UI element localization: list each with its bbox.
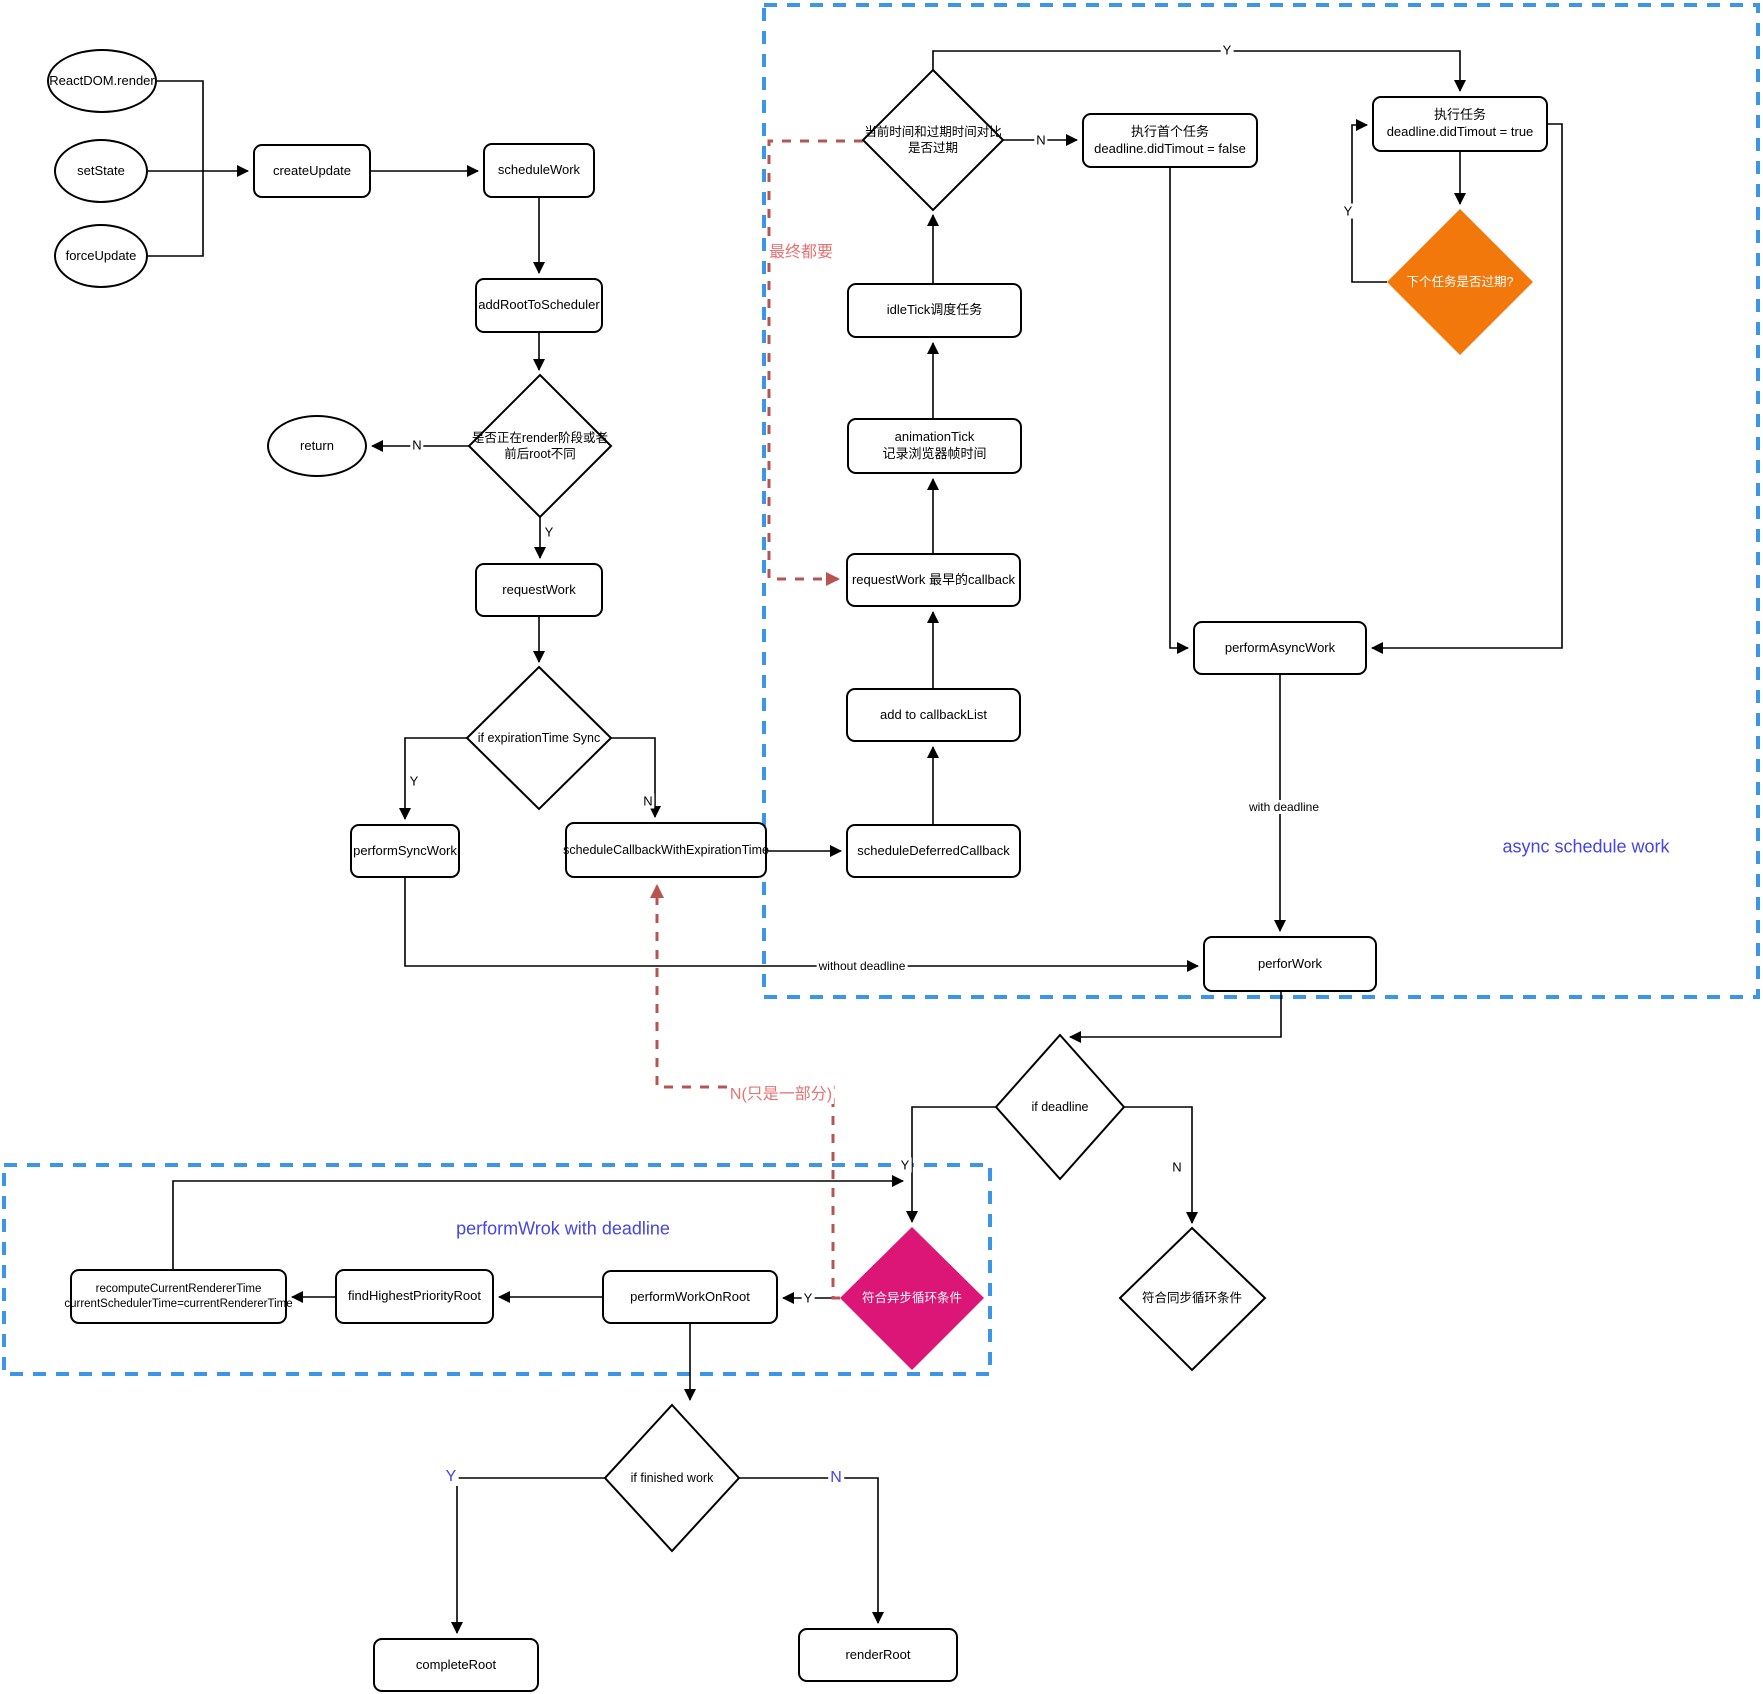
node-label: addRootToScheduler <box>478 297 600 313</box>
diamond-next-task-expired <box>1387 209 1533 355</box>
node-perforwork: perforWork <box>1203 936 1377 992</box>
node-idletick: idleTick调度任务 <box>847 283 1022 338</box>
node-recomputecurrentrenderertime: recomputeCurrentRendererTime currentSched… <box>64 1269 293 1324</box>
label-finally-all: 最终都要 <box>766 238 836 262</box>
edge-ifdeadline-asyncloop <box>906 1106 996 1223</box>
edge-perforwork-ifdeadline <box>1069 992 1282 1043</box>
node-label: 执行任务 <box>1433 107 1486 123</box>
label-y-compare-time: Y <box>1220 42 1234 58</box>
node-label: idleTick调度任务 <box>886 302 983 318</box>
diamond-sync-loop-condition <box>1118 1226 1267 1372</box>
perform-work-with-deadline-region <box>2 1163 992 1376</box>
node-forceupdate: forceUpdate <box>54 224 148 288</box>
diamond-render-phase <box>467 373 613 519</box>
node-label: 记录浏览器帧时间 <box>882 446 987 461</box>
async-schedule-work-region <box>762 3 1760 999</box>
label-y-async-loop: Y <box>801 1290 815 1306</box>
label-y-next-task: Y <box>1341 203 1355 219</box>
node-label: currentSchedulerTime=currentRendererTime <box>64 1297 293 1310</box>
diamond-if-expiration-sync <box>465 665 613 811</box>
node-label: forceUpdate <box>65 247 137 263</box>
node-scheduledeferredcallback: scheduleDeferredCallback <box>846 824 1021 878</box>
label-n-compare-time: N <box>1034 132 1048 148</box>
edge-recompute-loopback <box>172 1175 904 1269</box>
node-requestwork-earliest-callback: requestWork 最早的callback <box>846 553 1021 607</box>
label-n-expiration-sync: N <box>641 793 655 809</box>
node-performworkonroot: performWorkOnRoot <box>602 1270 778 1324</box>
edge-performsync-perforwork <box>404 878 1199 972</box>
edge-iffinished-completeroot <box>451 1477 605 1634</box>
node-completeroot: completeRoot <box>373 1638 539 1692</box>
label-n-render-phase: N <box>410 437 424 453</box>
node-schedulecallbackwithexpirationtime: scheduleCallbackWithExpirationTime <box>563 822 769 878</box>
node-label: scheduleCallbackWithExpirationTime <box>563 842 769 857</box>
node-performsyncwork: performSyncWork <box>350 824 460 878</box>
node-label: performAsyncWork <box>1224 639 1336 655</box>
diamond-async-loop-condition <box>840 1227 984 1370</box>
node-label: completeRoot <box>415 1656 497 1672</box>
edge-sources-merge <box>148 80 204 257</box>
node-renderroot: renderRoot <box>798 1628 958 1682</box>
node-findhighestpriorityroot: findHighestPriorityRoot <box>335 1269 494 1324</box>
label-n-only-part: N(只是一部分) <box>727 1080 835 1104</box>
node-label: 执行首个任务 <box>1130 123 1209 139</box>
node-label: requestWork <box>502 581 576 597</box>
node-label: add to callbackList <box>880 706 987 722</box>
edge-execfirst-performasync <box>1169 168 1189 654</box>
node-addtocallbacklist: add to callbackList <box>846 688 1021 742</box>
node-requestwork: requestWork <box>475 563 603 617</box>
node-label: animationTick <box>894 429 975 445</box>
label-n-if-finished: N <box>828 1469 844 1487</box>
node-label: scheduleDeferredCallback <box>857 842 1010 858</box>
edge-ifdeadline-syncloop <box>1124 1106 1198 1224</box>
edge-iffinished-renderroot <box>739 1477 884 1624</box>
label-without-deadline: without deadline <box>816 959 908 973</box>
node-label: findHighestPriorityRoot <box>348 1288 481 1304</box>
edge-ifexpsync-performsync <box>399 737 467 820</box>
node-label: renderRoot <box>845 1646 911 1662</box>
node-label: setState <box>77 162 125 178</box>
red-edges <box>650 139 863 1300</box>
label-n-if-deadline: N <box>1170 1159 1184 1175</box>
diamond-compare-time <box>861 68 1005 212</box>
label-y-if-deadline: Y <box>898 1157 912 1173</box>
label-perform-work-with-deadline-region: performWrok with deadline <box>456 1218 670 1239</box>
node-label: requestWork 最早的callback <box>851 571 1016 587</box>
node-return: return <box>267 415 367 477</box>
label-y-render-phase: Y <box>542 524 556 540</box>
node-label: createUpdate <box>272 162 352 178</box>
label-y-if-finished: Y <box>443 1468 459 1486</box>
node-addroottoscheduler: addRootToScheduler <box>475 278 603 333</box>
black-edges <box>148 50 1563 1634</box>
node-label: scheduleWork <box>497 162 581 178</box>
edge-comparetime-exectask <box>932 50 1466 92</box>
node-label: return <box>300 437 334 453</box>
edge-red-finally-to-requestworkcb <box>767 139 863 586</box>
node-label: deadline.didTimout = true <box>1386 124 1534 139</box>
node-label: performWorkOnRoot <box>630 1288 750 1304</box>
node-setstate: setState <box>54 139 148 203</box>
node-reactdom-render: ReactDOM.render <box>47 49 157 113</box>
node-label: deadline.didTimout = false <box>1094 140 1246 156</box>
label-async-schedule-work-region: async schedule work <box>1502 836 1670 857</box>
node-performasyncwork: performAsyncWork <box>1193 621 1367 675</box>
node-label: performSyncWork <box>353 842 457 858</box>
edge-exectask-performasync <box>1371 123 1563 654</box>
edge-ifexpsync-schedcallback <box>611 737 661 818</box>
label-y-expiration-sync: Y <box>407 773 421 789</box>
node-createupdate: createUpdate <box>253 144 371 198</box>
node-schedulework: scheduleWork <box>483 143 595 198</box>
diamond-if-finished-work <box>603 1403 741 1553</box>
diamonds <box>465 68 1533 1553</box>
node-label: recomputeCurrentRendererTime <box>95 1282 262 1295</box>
diamond-if-deadline <box>994 1033 1126 1181</box>
label-with-deadline: with deadline <box>1246 800 1322 814</box>
node-label: perforWork <box>1257 955 1323 971</box>
node-label: ReactDOM.render <box>49 72 155 88</box>
